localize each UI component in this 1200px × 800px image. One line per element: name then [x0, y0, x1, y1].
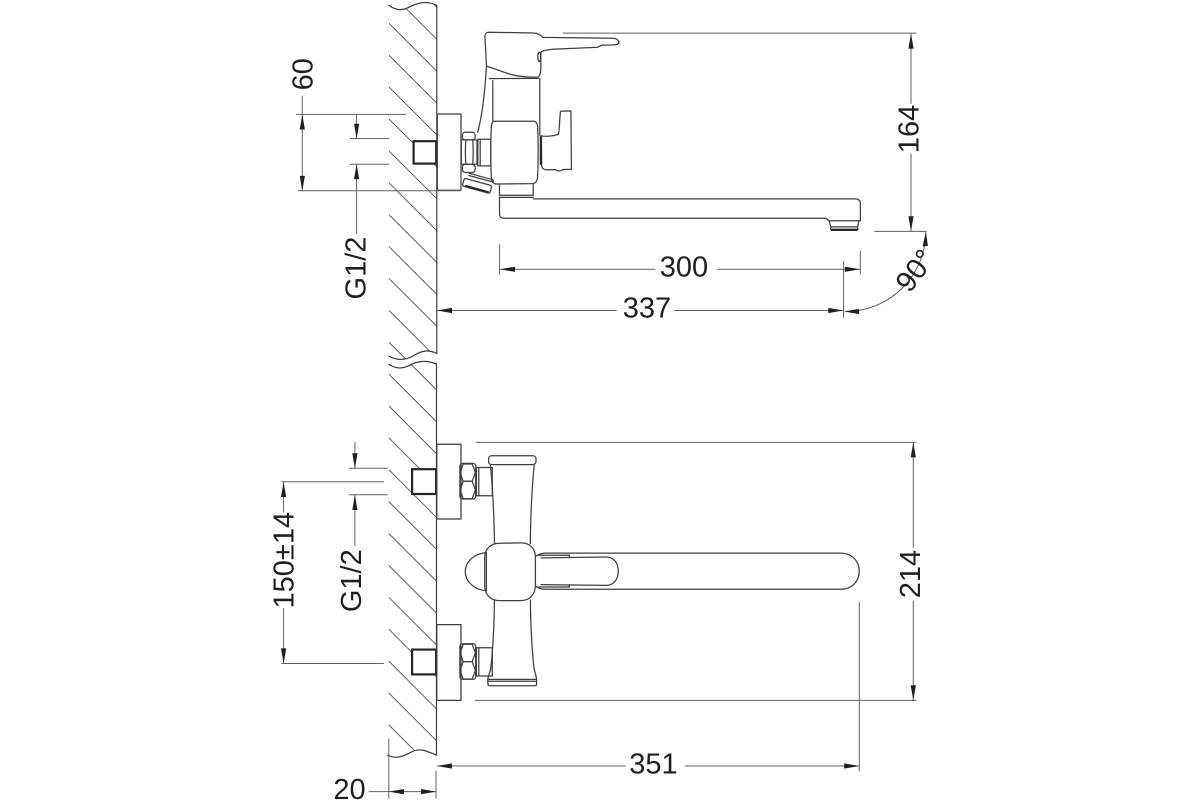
svg-text:164: 164 — [894, 105, 926, 153]
svg-text:G1/2: G1/2 — [341, 237, 373, 300]
svg-text:337: 337 — [623, 292, 671, 324]
svg-text:60: 60 — [287, 58, 319, 90]
svg-text:351: 351 — [629, 749, 677, 781]
svg-text:20: 20 — [333, 774, 365, 800]
svg-text:150±14: 150±14 — [269, 512, 301, 609]
svg-text:300: 300 — [660, 252, 708, 284]
svg-text:214: 214 — [895, 550, 927, 598]
svg-text:G1/2: G1/2 — [336, 549, 368, 612]
